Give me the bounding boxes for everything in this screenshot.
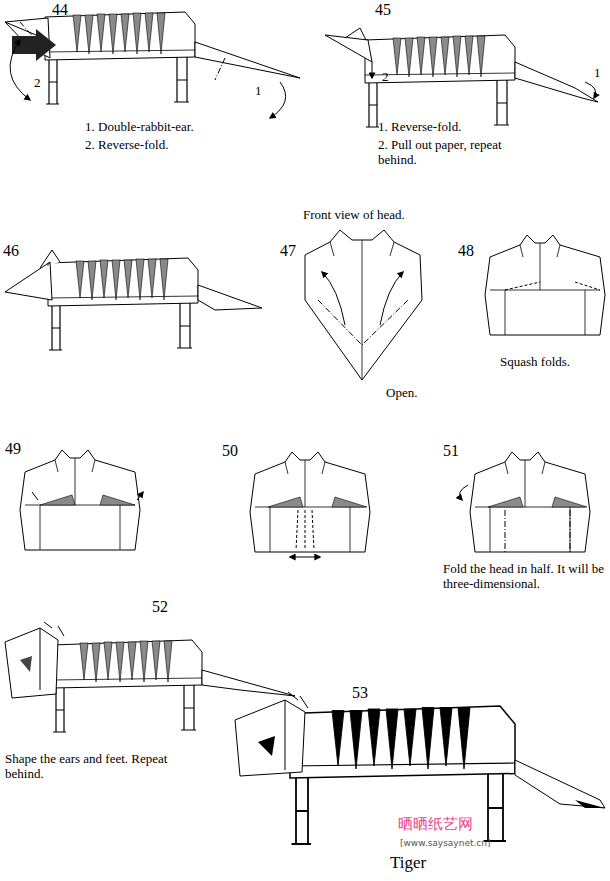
- tiger-tail: [515, 760, 605, 808]
- instruction-text: Fold the head in half. It will be three-…: [443, 562, 605, 592]
- tiger-tail: [198, 285, 262, 310]
- callout-number: 1: [594, 66, 601, 81]
- watermark-url: [www.saysaynet.cn]: [400, 838, 490, 848]
- tiger-tail: [195, 42, 300, 78]
- instruction-text: 2. Reverse-fold.: [85, 138, 168, 153]
- step-number: 46: [3, 242, 19, 260]
- tiger-tail: [515, 62, 598, 102]
- tiger-body: [290, 706, 515, 844]
- instruction-text: 1. Reverse-fold.: [378, 120, 461, 135]
- instruction-text: Shape the ears and feet. Repeat behind.: [5, 752, 185, 782]
- caption: Tiger: [390, 853, 426, 873]
- step-number: 48: [458, 242, 474, 260]
- head-step-48: [485, 235, 605, 335]
- fold-line: [215, 58, 225, 80]
- tiger-eye: [258, 736, 275, 756]
- instruction-text: Squash folds.: [500, 355, 570, 370]
- push-arrow: [12, 29, 56, 61]
- tiger-tail: [202, 670, 295, 696]
- tiger-head: [325, 28, 372, 62]
- fold-arrow: [270, 82, 286, 118]
- step-number: 45: [375, 1, 391, 19]
- head-step-49: [20, 450, 143, 550]
- callout-number: 2: [382, 70, 389, 85]
- fold-arrow: [10, 40, 30, 100]
- instruction-text: 2. Pull out paper, repeat behind.: [378, 138, 513, 168]
- tail-tip: [575, 800, 605, 808]
- tiger-body: [45, 12, 195, 104]
- step-number: 47: [280, 242, 296, 260]
- fold-arrow: [372, 62, 373, 78]
- tiger-step-44: [5, 12, 300, 118]
- tiger-body: [48, 258, 198, 350]
- step-number: 49: [5, 440, 21, 458]
- callout-number: 2: [34, 76, 41, 91]
- tiger-body: [52, 640, 202, 732]
- tiger-body: [365, 35, 515, 127]
- tiger-head: [5, 622, 64, 698]
- tiger-eye: [20, 656, 32, 672]
- tiger-step-45: [325, 28, 598, 127]
- fold-arrow: [585, 82, 596, 98]
- step-number: 52: [152, 598, 168, 616]
- step-number: 44: [52, 1, 68, 19]
- head-step-51: [460, 452, 590, 552]
- head-front-view: [305, 230, 422, 380]
- tiger-head: [235, 692, 308, 776]
- watermark: 晒晒纸艺网: [398, 816, 473, 833]
- note: Front view of head.: [303, 208, 405, 223]
- callout-number: 1: [255, 84, 262, 99]
- tiger-step-46: [5, 250, 262, 350]
- step-number: 53: [352, 684, 368, 702]
- head-step-50: [250, 452, 370, 557]
- instruction-text: Open.: [386, 386, 417, 401]
- tiger-step-53: [235, 692, 605, 844]
- instruction-text: 1. Double-rabbit-ear.: [85, 120, 194, 135]
- step-number: 50: [222, 442, 238, 460]
- step-number: 51: [443, 442, 459, 460]
